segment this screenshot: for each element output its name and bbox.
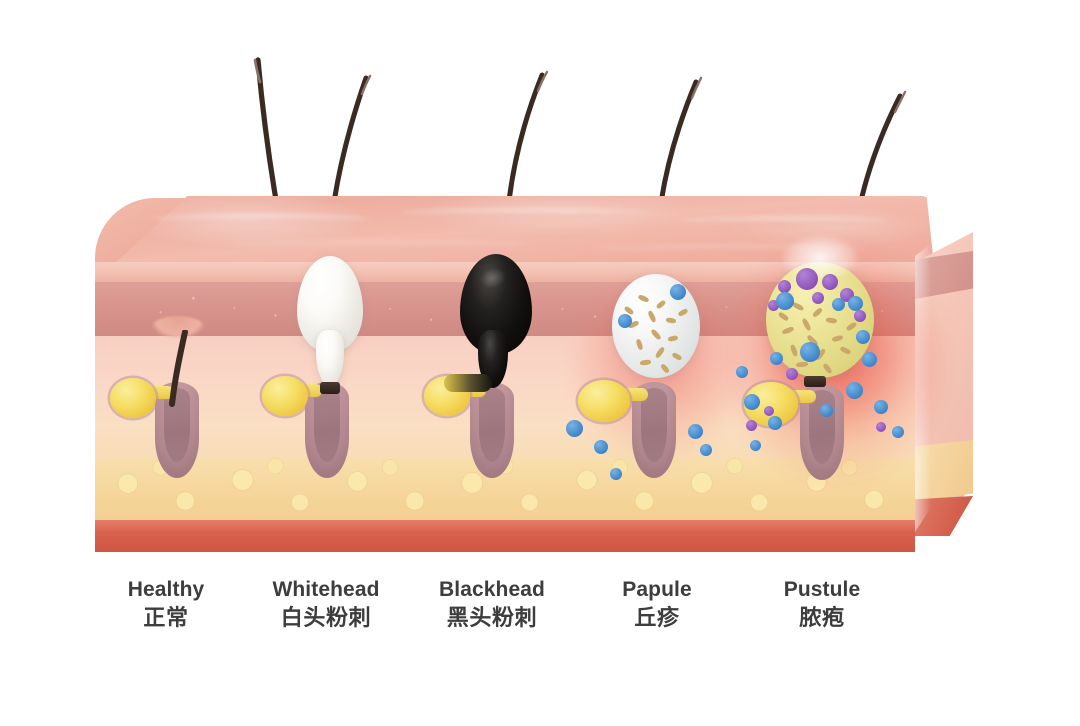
label-whitehead-zh: 白头粉刺 <box>280 605 372 630</box>
immune-cell <box>820 404 833 417</box>
immune-cell <box>874 400 888 414</box>
follicle-unit-whitehead <box>0 0 363 600</box>
immune-cell <box>822 274 838 290</box>
label-papule-zh: 丘疹 <box>634 605 680 630</box>
immune-cell <box>736 366 748 378</box>
immune-cell <box>796 268 818 290</box>
pore-opening-healthy <box>152 316 204 338</box>
immune-cell <box>610 468 622 480</box>
follicle-unit-blackhead <box>0 0 532 600</box>
immune-cell <box>776 292 794 310</box>
skin-block <box>0 0 973 600</box>
pustule-surface-highlight <box>782 236 858 280</box>
immune-cell <box>812 292 824 304</box>
sebaceous-gland-healthy <box>110 378 156 418</box>
follicle-canal-pustule <box>809 390 835 464</box>
hair-root-healthy <box>169 330 188 407</box>
immune-cell <box>848 296 863 311</box>
immune-cell <box>862 352 877 367</box>
label-whitehead: Whitehead 白头粉刺 <box>226 576 426 633</box>
immune-cell <box>876 422 886 432</box>
sebaceous-gland-papule <box>578 380 630 422</box>
label-healthy-zh: 正常 <box>143 605 189 630</box>
immune-cell <box>746 420 757 431</box>
label-blackhead: Blackhead 黑头粉刺 <box>392 576 592 633</box>
immune-cell <box>688 424 703 439</box>
immune-cell <box>846 382 863 399</box>
follicle-canal-whitehead <box>314 388 340 462</box>
surface-ridge <box>680 216 890 225</box>
blackhead-sebum-bridge <box>444 374 492 392</box>
label-pustule: Pustule 脓疱 <box>722 576 922 633</box>
immune-cell <box>800 342 820 362</box>
immune-cell <box>832 298 845 311</box>
immune-cell <box>770 352 783 365</box>
immune-cell <box>764 406 774 416</box>
label-papule-en: Papule <box>622 578 692 601</box>
immune-cell <box>566 420 583 437</box>
immune-cell <box>670 284 686 300</box>
follicle-unit-healthy <box>0 0 204 600</box>
immune-cell <box>892 426 904 438</box>
immune-cell <box>854 310 866 322</box>
immune-cell <box>750 440 761 451</box>
lesion-labels: Healthy 正常 Whitehead 白头粉刺 Blackhead 黑头粉刺… <box>0 576 1080 656</box>
follicle-canal-papule <box>641 388 667 462</box>
immune-cell <box>856 330 870 344</box>
surface-ridge <box>590 244 870 253</box>
immune-cell <box>778 280 791 293</box>
surface-ridge <box>400 208 650 217</box>
label-blackhead-zh: 黑头粉刺 <box>446 605 538 630</box>
label-healthy-en: Healthy <box>127 578 205 601</box>
label-blackhead-en: Blackhead <box>439 578 545 601</box>
layer-muscle-base <box>95 520 915 552</box>
follicle-canal-healthy <box>164 388 190 462</box>
follicle-unit-pustule <box>0 0 946 600</box>
label-healthy: Healthy 正常 <box>66 576 266 633</box>
immune-cell <box>700 444 712 456</box>
block-side-highlight <box>915 244 931 532</box>
surface-ridge <box>150 214 370 223</box>
whitehead-hair-stub <box>320 382 340 394</box>
pustule-hair-stub <box>804 376 826 387</box>
immune-cell <box>768 300 779 311</box>
follicle-unit-papule <box>0 0 745 600</box>
label-whitehead-en: Whitehead <box>272 578 380 601</box>
whitehead-plug-neck <box>316 330 344 386</box>
sebaceous-gland-whitehead <box>262 376 308 416</box>
label-pustule-en: Pustule <box>783 578 861 601</box>
follicle-canal-blackhead <box>479 388 505 462</box>
immune-cell <box>768 416 782 430</box>
immune-cell <box>786 368 798 380</box>
immune-cell <box>618 314 632 328</box>
immune-cell <box>744 394 760 410</box>
label-pustule-zh: 脓疱 <box>799 605 845 630</box>
immune-cell <box>594 440 608 454</box>
surface-ridge <box>230 240 530 249</box>
label-papule: Papule 丘疹 <box>557 576 757 633</box>
